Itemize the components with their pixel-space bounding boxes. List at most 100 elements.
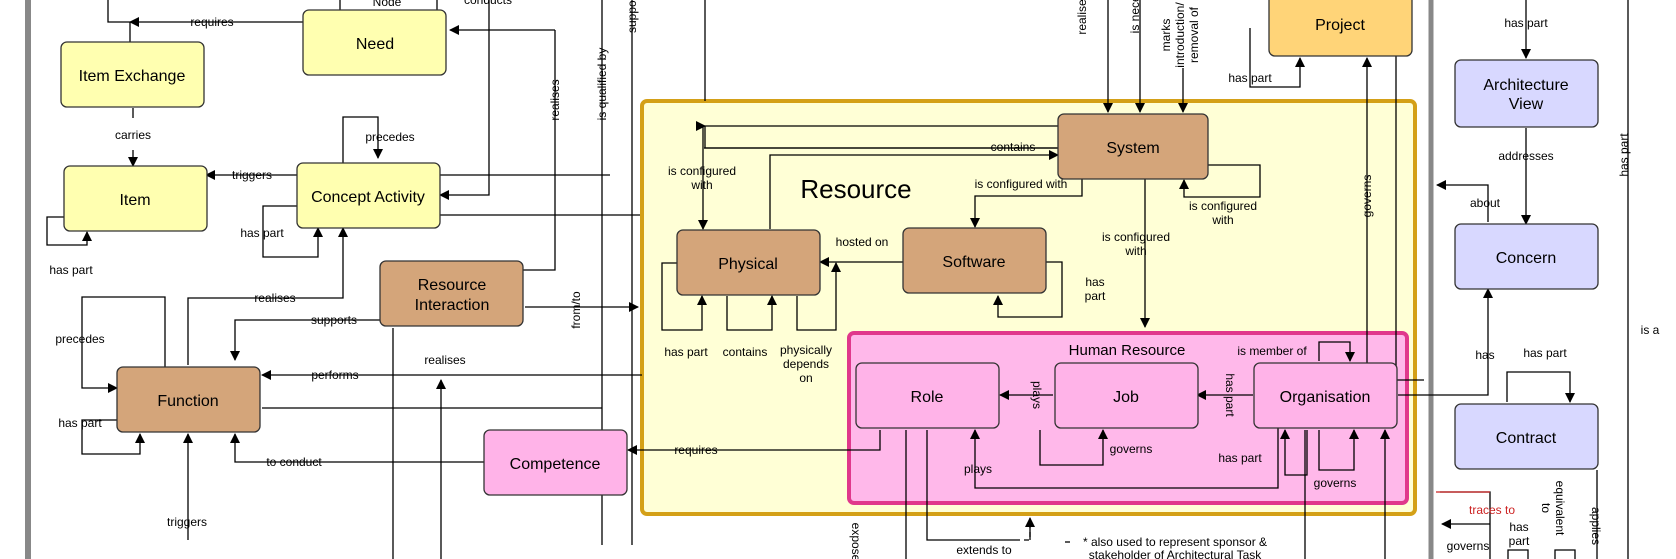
precedes-ca-label: precedes <box>365 130 414 144</box>
resource-interaction-label-1: Resource <box>418 277 487 294</box>
requires-label: requires <box>190 15 233 29</box>
item-exchange-label: Item Exchange <box>79 68 186 85</box>
footnote-line-2: stakeholder of Architectural Task <box>1089 548 1263 559</box>
is-configured-with-label-1b: with <box>690 178 712 192</box>
governs-job-label: governs <box>1110 442 1153 456</box>
project-label: Project <box>1315 17 1365 34</box>
has-part-software-label-b: part <box>1085 289 1106 303</box>
item-label: Item <box>119 192 150 209</box>
traces-to-label: traces to <box>1469 503 1515 517</box>
organisation-node[interactable]: Organisation <box>1253 362 1398 429</box>
plays-horizontal-label: plays <box>964 462 992 476</box>
need-node[interactable]: Need <box>302 9 447 76</box>
is-configured-with-hr-label-a: is configured <box>1102 230 1170 244</box>
software-label: Software <box>942 254 1005 271</box>
role-node[interactable]: Role <box>855 362 1000 429</box>
function-node[interactable]: Function <box>116 366 261 433</box>
from-to-label: from/to <box>569 291 583 329</box>
triggers-fn-label: triggers <box>167 515 207 529</box>
concern-label: Concern <box>1496 250 1556 267</box>
has-part-contract-label: has part <box>1523 346 1567 360</box>
concept-activity-node[interactable]: Concept Activity <box>296 162 441 229</box>
has-part-org-label: has part <box>1218 451 1262 465</box>
organisation-label: Organisation <box>1280 389 1371 406</box>
marks-label-2: introduction/ <box>1173 2 1187 68</box>
has-part-project-label: has part <box>1228 71 1272 85</box>
marks-label-3: removal of <box>1187 6 1201 63</box>
item-node[interactable]: Item <box>63 165 208 232</box>
contains-system-label: contains <box>991 140 1036 154</box>
is-member-of-label: is member of <box>1237 344 1307 358</box>
connectors <box>46 0 1629 559</box>
resource-interaction-node[interactable]: Resource Interaction <box>379 260 524 327</box>
realises-vertical-label: realises <box>548 79 562 120</box>
resource-group-title: Resource <box>800 174 911 204</box>
addresses-label: addresses <box>1498 149 1553 163</box>
is-configured-with-label-1: is configured <box>668 164 736 178</box>
footnote-line-1: * also used to represent sponsor & <box>1083 535 1267 549</box>
has-part-bottom-label-a: has <box>1509 520 1528 534</box>
has-part-architecture-view-label: has part <box>1504 16 1548 30</box>
has-part-item-label: has part <box>49 263 93 277</box>
resource-interaction-label-2: Interaction <box>415 297 490 314</box>
software-node[interactable]: Software <box>902 227 1047 294</box>
competence-node[interactable]: Competence <box>483 429 628 496</box>
realises-fn-label: realises <box>254 291 295 305</box>
plays-vertical-label: plays <box>1030 381 1044 409</box>
architecture-view-node[interactable]: Architecture View <box>1454 59 1599 128</box>
carries-label: carries <box>115 128 151 142</box>
applies-label: applies <box>1589 507 1603 545</box>
has-part-physical-label: has part <box>664 345 708 359</box>
human-resource-group-title: Human Resource <box>1069 342 1186 359</box>
project-node[interactable]: Project <box>1268 0 1413 57</box>
role-label: Role <box>911 389 944 406</box>
to-conduct-label: to conduct <box>266 455 322 469</box>
has-part-org-vertical-label: has part <box>1223 373 1237 417</box>
is-necessary-label: is necessary <box>1128 0 1142 33</box>
is-configured-with-system-label-a: is configured <box>1189 199 1257 213</box>
is-qualified-by-label: is qualified by <box>595 48 609 121</box>
has-part-fn-label: has part <box>58 416 102 430</box>
is-configured-with-hr-label-b: with <box>1124 244 1146 258</box>
is-configured-with-system-label-b: with <box>1211 213 1233 227</box>
concept-activity-label: Concept Activity <box>311 189 425 206</box>
governs-org-label: governs <box>1314 476 1357 490</box>
function-label: Function <box>157 393 218 410</box>
supports-fn-label: supports <box>311 313 357 327</box>
job-node[interactable]: Job <box>1054 362 1199 429</box>
item-exchange-node[interactable]: Item Exchange <box>60 41 205 108</box>
architecture-view-label-2: View <box>1509 96 1544 113</box>
system-label: System <box>1106 140 1159 157</box>
triggers-item-label: triggers <box>232 168 272 182</box>
performs-label: performs <box>311 368 358 382</box>
has-part-software-label-a: has <box>1085 275 1104 289</box>
governs-bottom-label: governs <box>1447 539 1490 553</box>
conducts-label: conducts <box>464 0 512 7</box>
edge-labels: requires conducts realises is qualified … <box>49 0 1659 559</box>
equivalent-to-label-a: equivalent <box>1553 481 1567 536</box>
concern-node[interactable]: Concern <box>1454 223 1599 290</box>
equivalent-to-label-b: to <box>1539 503 1553 513</box>
contract-label: Contract <box>1496 430 1557 447</box>
extends-to-label: extends to <box>956 543 1012 557</box>
physically-depends-label-2: depends <box>783 357 829 371</box>
hosted-on-label: hosted on <box>836 235 889 249</box>
architecture-view-label-1: Architecture <box>1483 77 1568 94</box>
governs-project-label: governs <box>1360 175 1374 218</box>
job-label: Job <box>1113 389 1139 406</box>
competence-label: Competence <box>510 456 601 473</box>
is-a-label: is a <box>1641 323 1660 337</box>
realises-system-label: realises <box>1075 0 1089 35</box>
physically-depends-label-1: physically <box>780 343 832 357</box>
has-part-ca-label: has part <box>240 226 284 240</box>
need-label: Need <box>356 36 394 53</box>
realises-ri-label: realises <box>424 353 465 367</box>
about-label: about <box>1470 196 1501 210</box>
node-fragment-label: Node <box>373 0 402 9</box>
precedes-fn-label: precedes <box>55 332 104 346</box>
contains-physical-label: contains <box>723 345 768 359</box>
physical-node[interactable]: Physical <box>676 229 821 296</box>
system-node[interactable]: System <box>1057 113 1209 180</box>
contract-node[interactable]: Contract <box>1454 403 1599 470</box>
